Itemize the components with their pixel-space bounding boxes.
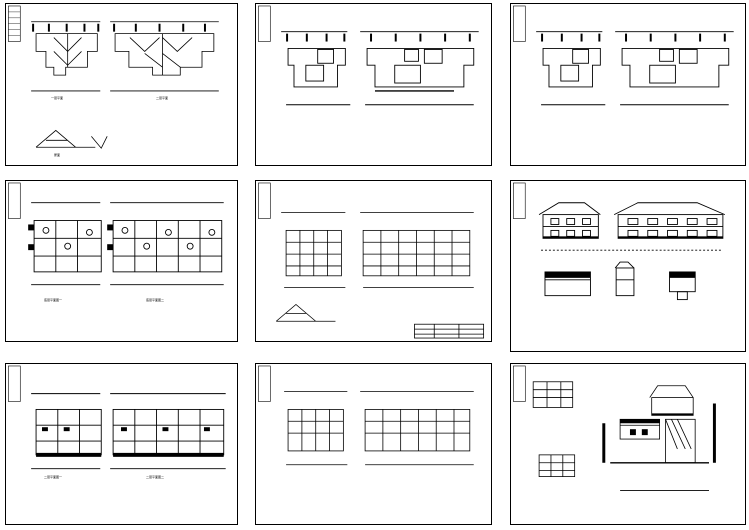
sheet-4-label-right: 底层平面图二 [146,298,165,302]
sheet-7-label-right: 二层平面图二 [146,475,165,479]
drawing-sheet-4[interactable]: 底层平面图一 底层平面图二 [5,180,238,342]
sheet-4-label-left: 底层平面图一 [44,298,63,302]
drawing-sheet-1[interactable]: 一层平面 二层平面 屋面 [5,3,238,166]
sheet-1-label-left: 一层平面 [51,96,64,100]
sheet-5-drawing [258,182,485,339]
drawing-sheet-8[interactable] [255,363,492,525]
sheet-1-drawing [8,5,219,149]
sheet-8-drawing [258,365,474,466]
sheet-3-drawing [513,5,734,106]
sheet-1-label-right: 二层平面 [156,96,169,100]
drawing-sheet-7[interactable]: 二层平面图一 二层平面图二 [5,363,238,525]
drawing-sheet-2[interactable] [255,3,492,166]
sheet-9-drawing [513,365,716,491]
drawing-sheet-9[interactable] [510,363,746,525]
sheet-1-label-section: 屋面 [54,153,61,157]
drawing-sheet-3[interactable] [510,3,746,166]
drawing-sheet-5[interactable] [255,180,492,342]
sheet-2-drawing [258,5,479,106]
sheet-7-drawing [8,365,226,470]
sheet-6-drawing [513,182,726,301]
drawing-sheet-6[interactable] [510,180,746,352]
sheet-7-label-left: 二层平面图一 [44,475,63,479]
sheet-4-drawing [8,182,224,286]
